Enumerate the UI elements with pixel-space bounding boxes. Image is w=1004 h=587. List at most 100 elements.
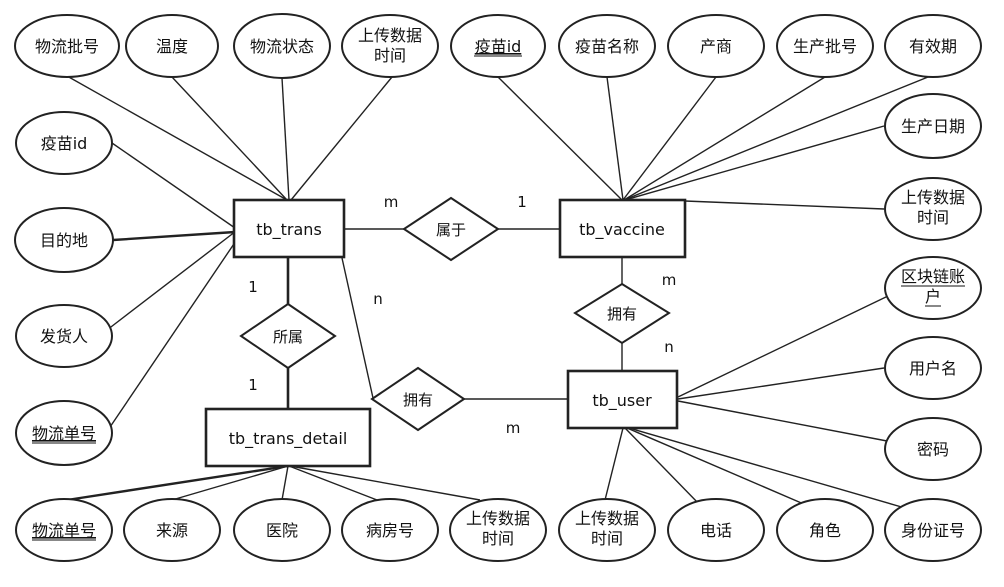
attr-trans-logistics-status: 物流状态 xyxy=(233,13,331,79)
line-trans-shipper xyxy=(106,227,241,331)
thick-connectors xyxy=(66,230,290,502)
relationship-owns-top: 拥有 xyxy=(573,282,671,345)
line-user-upload xyxy=(604,427,624,501)
attr-user-username: 用户名 xyxy=(884,336,982,400)
attr-trans-upload-time: 上传数据 时间 xyxy=(341,14,439,78)
attr-user-upload-time-line2: 时间 xyxy=(591,529,623,548)
line-vaccine-upload xyxy=(684,200,885,210)
relationship-subordinate-label: 所属 xyxy=(273,328,303,346)
attr-trans-logistics-status-label: 物流状态 xyxy=(250,37,314,56)
attr-trans-temperature: 温度 xyxy=(125,14,219,78)
entity-tb-vaccine-label: tb_vaccine xyxy=(579,220,665,240)
attr-user-role-label: 角色 xyxy=(809,521,841,540)
line-vaccine-name xyxy=(606,76,624,201)
attr-trans-destination: 目的地 xyxy=(14,207,114,273)
line-vaccine-expiry xyxy=(623,74,934,201)
cardinality-vaccine-owns: m xyxy=(662,271,677,289)
cardinality-trans-owns: n xyxy=(373,290,383,308)
entity-tb-trans-label: tb_trans xyxy=(256,220,322,240)
attr-trans-temperature-label: 温度 xyxy=(156,37,188,56)
attr-detail-upload-time-line1: 上传数据 xyxy=(466,509,530,528)
line-destination-thick xyxy=(112,230,236,242)
line-detail-waybill-thick xyxy=(66,464,289,502)
cardinality-labels: m 1 1 1 n m m n xyxy=(248,193,676,437)
line-user-role xyxy=(626,427,807,506)
attr-vaccine-id-label: 疫苗id xyxy=(475,37,522,56)
attr-trans-logistics-batch-label: 物流批号 xyxy=(35,37,99,56)
line-user-phone xyxy=(624,427,701,506)
attr-vaccine-batch-no: 生产批号 xyxy=(776,14,874,78)
attr-vaccine-upload-time-line1: 上传数据 xyxy=(901,188,965,207)
line-trans-status xyxy=(281,77,290,201)
attr-vaccine-manufacturer-label: 产商 xyxy=(700,37,732,56)
attr-user-phone: 电话 xyxy=(667,498,765,562)
line-detail-ward xyxy=(288,465,378,501)
attr-trans-waybill-no-label: 物流单号 xyxy=(32,424,96,443)
entity-tb-trans: tb_trans xyxy=(232,198,346,259)
attr-user-password: 密码 xyxy=(884,417,982,481)
attr-detail-waybill-no: 物流单号 xyxy=(15,498,113,562)
line-detail-upload xyxy=(289,465,481,501)
attr-user-id-number-label: 身份证号 xyxy=(901,521,965,540)
attr-detail-hospital-label: 医院 xyxy=(266,521,298,540)
attr-vaccine-expiry-label: 有效期 xyxy=(909,37,957,56)
line-trans-upload xyxy=(290,76,393,201)
cardinality-detail-subordinate: 1 xyxy=(248,376,258,394)
attr-vaccine-production-date-label: 生产日期 xyxy=(901,117,965,136)
entity-tb-user-label: tb_user xyxy=(592,391,652,411)
attr-trans-upload-time-line2: 时间 xyxy=(374,46,406,65)
line-trans-owns xyxy=(341,257,374,399)
attr-user-upload-time-line1: 上传数据 xyxy=(575,509,639,528)
cardinality-user-owns: m xyxy=(506,419,521,437)
attr-detail-waybill-no-label: 物流单号 xyxy=(32,521,96,540)
line-trans-temperature xyxy=(171,76,288,201)
relationship-belongs-to: 属于 xyxy=(402,196,500,262)
attr-vaccine-manufacturer: 产商 xyxy=(667,14,765,78)
relationship-belongs-to-label: 属于 xyxy=(436,221,466,239)
attr-trans-shipper-label: 发货人 xyxy=(40,327,88,346)
attr-detail-source-label: 来源 xyxy=(156,521,188,540)
entity-tb-trans-detail: tb_trans_detail xyxy=(204,407,372,468)
attr-detail-source: 来源 xyxy=(123,498,221,562)
cardinality-trans-belongs: m xyxy=(384,193,399,211)
line-detail-source xyxy=(171,465,289,501)
attr-detail-hospital: 医院 xyxy=(233,498,331,562)
relationship-owns-top-label: 拥有 xyxy=(607,305,637,323)
cardinality-trans-subordinate: 1 xyxy=(248,278,258,296)
attr-detail-upload-time: 上传数据 时间 xyxy=(449,498,547,562)
attr-trans-logistics-batch: 物流批号 xyxy=(14,14,120,78)
line-vaccine-batch xyxy=(623,76,826,201)
attr-trans-destination-label: 目的地 xyxy=(40,231,88,250)
line-trans-waybill xyxy=(107,231,243,431)
attr-user-role: 角色 xyxy=(776,498,874,562)
attr-user-username-label: 用户名 xyxy=(909,359,957,378)
line-user-account xyxy=(677,295,889,398)
line-trans-logistics-batch xyxy=(66,75,288,201)
line-vaccine-production xyxy=(624,125,885,201)
attr-user-blockchain-account-line2: 户 xyxy=(925,287,941,306)
line-vaccine-id xyxy=(497,76,623,201)
line-detail-hospital xyxy=(281,465,289,501)
line-trans-vaccine-id xyxy=(111,142,236,229)
relationship-subordinate: 所属 xyxy=(239,302,337,370)
attr-trans-vaccine-id: 疫苗id xyxy=(15,111,113,175)
attr-trans-upload-time-line1: 上传数据 xyxy=(358,26,422,45)
line-user-username xyxy=(677,367,885,400)
cardinality-vaccine-belongs: 1 xyxy=(517,193,527,211)
attr-detail-ward: 病房号 xyxy=(341,498,439,562)
attr-user-password-label: 密码 xyxy=(917,440,949,459)
attr-trans-vaccine-id-label: 疫苗id xyxy=(41,134,88,153)
entity-tb-trans-detail-label: tb_trans_detail xyxy=(229,429,348,449)
attr-detail-upload-time-line2: 时间 xyxy=(482,529,514,548)
attr-vaccine-upload-time: 上传数据 时间 xyxy=(884,177,982,241)
attr-vaccine-name: 疫苗名称 xyxy=(558,14,656,78)
attr-trans-waybill-no: 物流单号 xyxy=(15,400,113,466)
attr-vaccine-upload-time-line2: 时间 xyxy=(917,208,949,227)
attr-vaccine-id: 疫苗id xyxy=(450,14,546,78)
attr-user-blockchain-account-line1: 区块链账 xyxy=(901,267,965,286)
cardinality-user-owns-vaccine: n xyxy=(664,338,674,356)
attr-trans-shipper: 发货人 xyxy=(15,304,113,368)
attr-user-id-number: 身份证号 xyxy=(884,498,982,562)
entity-tb-user: tb_user xyxy=(566,369,679,430)
